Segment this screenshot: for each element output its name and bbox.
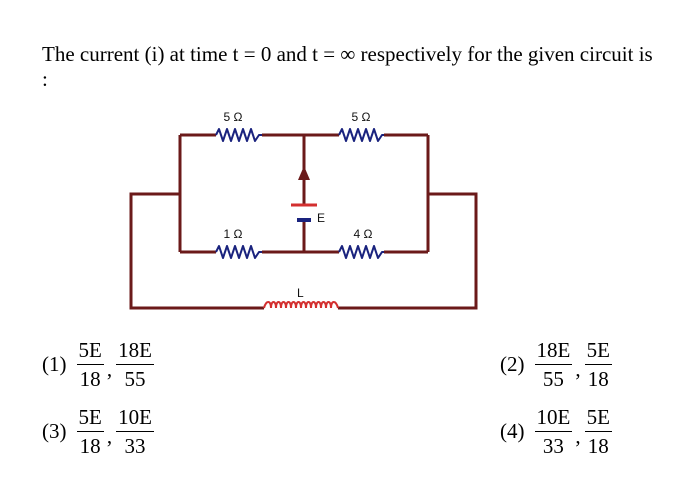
label-battery: E xyxy=(317,211,325,225)
numerator: 5E xyxy=(76,406,104,432)
fraction-b: 5E 18 xyxy=(584,406,612,458)
option-number: (4) xyxy=(500,419,525,443)
fraction-a: 18E 55 xyxy=(534,339,573,391)
denominator: 18 xyxy=(79,367,101,391)
separator: , xyxy=(106,424,113,448)
fraction-b: 10E 33 xyxy=(116,406,154,457)
denominator: 33 xyxy=(542,434,564,458)
option-number: (1) xyxy=(42,352,67,376)
label-r-bottom-left: 1 Ω xyxy=(224,227,243,241)
resistor-bottom-right xyxy=(338,245,384,259)
separator: , xyxy=(106,357,113,381)
denominator: 18 xyxy=(587,367,609,391)
numerator: 5E xyxy=(76,339,104,365)
question-text: The current (i) at time t = 0 and t = ∞ … xyxy=(42,42,653,91)
numerator: 18E xyxy=(534,339,573,365)
separator: , xyxy=(575,424,581,448)
denominator: 18 xyxy=(79,434,101,458)
option-1[interactable]: (1) 5E 18 , 18E 55 xyxy=(42,339,154,390)
resistor-top-right xyxy=(338,128,384,142)
current-arrow xyxy=(298,166,310,180)
fraction-a: 5E 18 xyxy=(76,339,104,391)
numerator: 10E xyxy=(534,406,573,432)
option-number: (2) xyxy=(500,352,525,376)
battery-icon xyxy=(291,203,317,222)
resistor-bottom-left xyxy=(215,245,262,259)
fraction-a: 10E 33 xyxy=(534,406,573,458)
resistor-top-left xyxy=(215,128,262,142)
option-number: (3) xyxy=(42,419,67,443)
option-3[interactable]: (3) 5E 18 , 10E 33 xyxy=(42,406,154,457)
denominator: 55 xyxy=(124,367,146,391)
label-r-bottom-right: 4 Ω xyxy=(354,227,373,241)
label-inductor: L xyxy=(297,286,304,300)
denominator: 18 xyxy=(587,434,609,458)
separator: , xyxy=(575,357,581,381)
denominator: 33 xyxy=(124,434,146,458)
option-2[interactable]: (2) 18E 55 , 5E 18 xyxy=(500,339,612,390)
fraction-b: 5E 18 xyxy=(584,339,612,391)
circuit-wires xyxy=(129,133,478,310)
denominator: 55 xyxy=(542,367,564,391)
inductor-coil xyxy=(263,301,339,309)
numerator: 10E xyxy=(116,406,154,432)
numerator: 5E xyxy=(584,406,612,432)
numerator: 5E xyxy=(584,339,612,365)
label-r-top-left: 5 Ω xyxy=(224,110,243,124)
option-4[interactable]: (4) 10E 33 , 5E 18 xyxy=(500,406,612,457)
fraction-b: 18E 55 xyxy=(116,339,154,390)
numerator: 18E xyxy=(116,339,154,365)
label-r-top-right: 5 Ω xyxy=(352,110,371,124)
fraction-a: 5E 18 xyxy=(76,406,104,458)
